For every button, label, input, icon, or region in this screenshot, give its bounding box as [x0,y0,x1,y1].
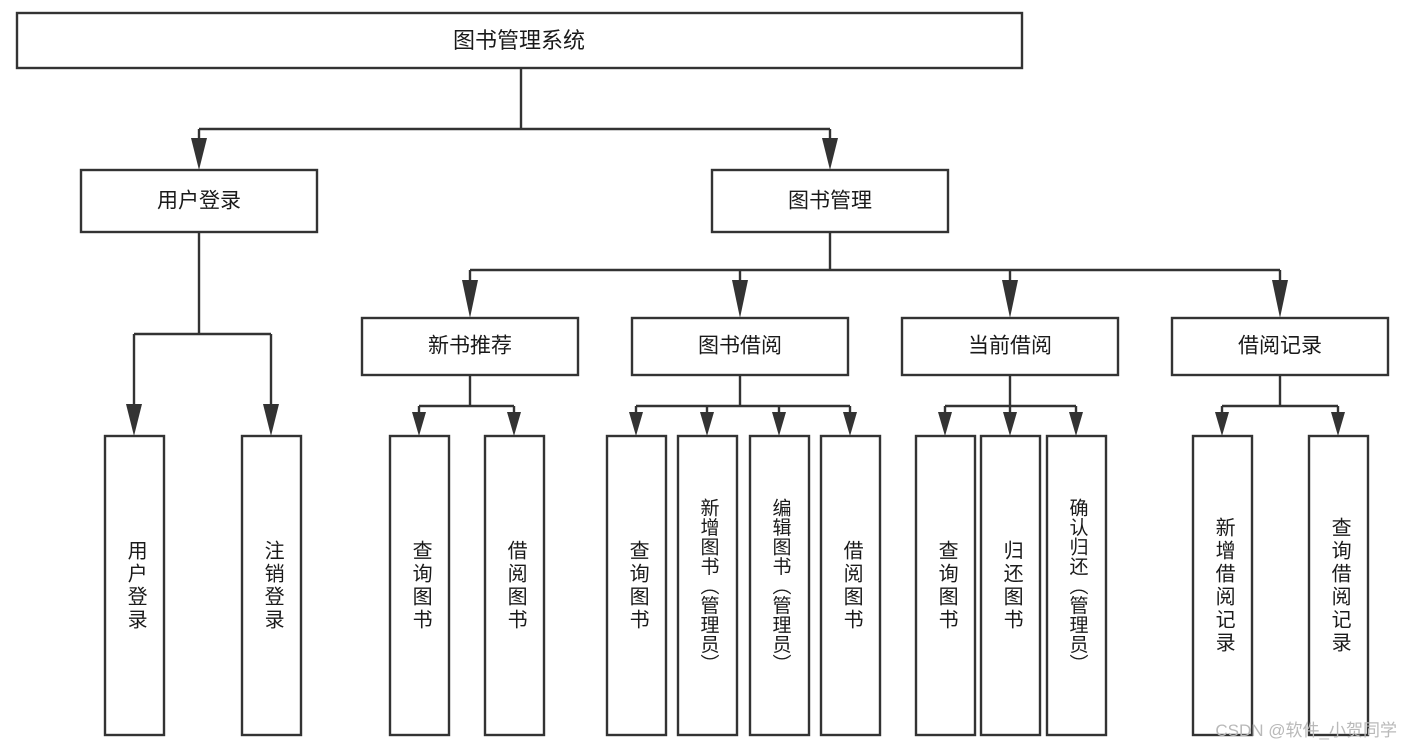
arrow-leaf-return-book [1003,412,1017,436]
node-borrow-record[interactable]: 借阅记录 [1170,316,1390,377]
arrow-leaf-add-book [700,412,714,436]
node-new-book-recommend-label: 新书推荐 [428,335,512,358]
node-user-login-box[interactable] [79,168,319,234]
node-leaf-query-book-1-box[interactable] [388,434,451,737]
arrow-leaf-add-record [1215,412,1229,436]
arrow-user-login [191,138,207,170]
node-book-borrow-box[interactable] [630,316,850,377]
node-new-book-recommend-box[interactable] [360,316,580,377]
node-leaf-query-record-box[interactable] [1307,434,1370,737]
node-leaf-add-record-box[interactable] [1191,434,1254,737]
arrow-leaf-query-record [1331,412,1345,436]
node-leaf-add-book-box[interactable] [676,434,739,737]
node-leaf-confirm-return-box[interactable] [1045,434,1108,737]
node-layer: 图书管理系统 用户登录 图书管理 新书推荐 图书借阅 当前 [15,11,1390,737]
node-book-manage-label: 图书管理 [788,190,872,213]
arrow-leaf-query-book-3 [938,412,952,436]
connector-layer [126,68,1345,436]
node-leaf-query-book-3-box[interactable] [914,434,977,737]
arrow-leaf-query-book-1 [412,412,426,436]
node-current-borrow[interactable]: 当前借阅 [900,316,1120,377]
node-current-borrow-label: 当前借阅 [968,335,1052,358]
node-new-book-recommend[interactable]: 新书推荐 [360,316,580,377]
arrow-current-borrow [1002,280,1018,318]
node-leaf-edit-book-box[interactable] [748,434,811,737]
node-user-login-label: 用户登录 [157,190,241,213]
arrow-leaf-query-book-2 [629,412,643,436]
node-book-manage[interactable]: 图书管理 [710,168,950,234]
node-book-borrow[interactable]: 图书借阅 [630,316,850,377]
node-current-borrow-box[interactable] [900,316,1120,377]
node-leaf-query-book-2-box[interactable] [605,434,668,737]
node-borrow-record-label: 借阅记录 [1238,335,1322,358]
node-leaf-borrow-book-2-box[interactable] [819,434,882,737]
arrow-leaf-confirm-return [1069,412,1083,436]
arrow-book-borrow [732,280,748,318]
node-root-box[interactable] [15,11,1024,70]
arrow-new-book-recommend [462,280,478,318]
arrow-leaf-borrow-book-2 [843,412,857,436]
node-root-label: 图书管理系统 [453,28,585,53]
watermark-text: CSDN @软件_小贺同学 [1215,721,1397,740]
arrow-leaf-edit-book [772,412,786,436]
arrow-leaf-user-logout [263,404,279,436]
arrow-leaf-borrow-book-1 [507,412,521,436]
node-book-borrow-label: 图书借阅 [698,335,782,358]
node-borrow-record-box[interactable] [1170,316,1390,377]
arrow-book-manage [822,138,838,170]
node-book-manage-box[interactable] [710,168,950,234]
node-leaf-user-login-box[interactable] [103,434,166,737]
arrow-leaf-user-login [126,404,142,436]
node-root[interactable]: 图书管理系统 [15,11,1024,70]
arrow-borrow-record [1272,280,1288,318]
node-user-login[interactable]: 用户登录 [79,168,319,234]
node-leaf-borrow-book-1-box[interactable] [483,434,546,737]
node-leaf-user-logout-box[interactable] [240,434,303,737]
node-leaf-return-book-box[interactable] [979,434,1042,737]
